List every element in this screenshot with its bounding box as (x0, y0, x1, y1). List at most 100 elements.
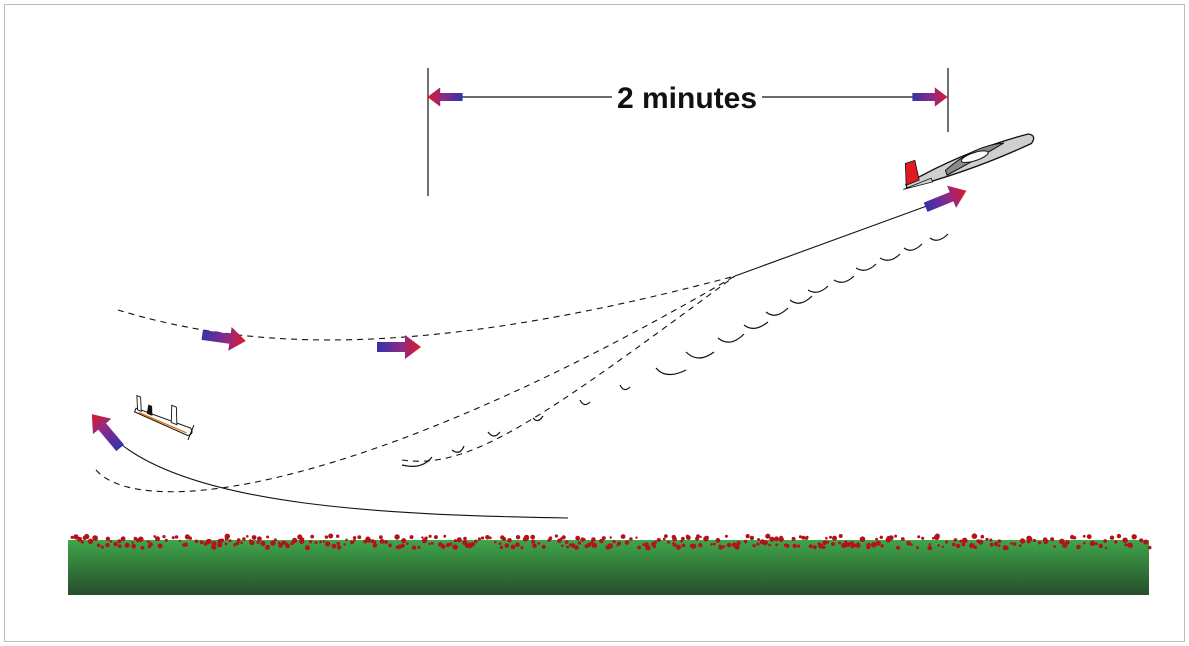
flower-dot (712, 542, 716, 546)
inner-dashed-path (401, 275, 736, 462)
flower-dot (236, 538, 241, 542)
flower-dot (832, 535, 837, 541)
flower-dot (199, 540, 204, 545)
flower-dot (624, 540, 630, 545)
flower-dot (1018, 544, 1022, 548)
flower-dot (350, 540, 354, 545)
flower-dot (785, 544, 790, 548)
flower-dot (80, 540, 84, 544)
flower-dot (504, 543, 510, 548)
flower-dot (194, 539, 199, 544)
flower-dot (989, 542, 994, 547)
flower-dot (726, 542, 732, 548)
flower-dot (959, 539, 963, 543)
flower-dot (609, 536, 612, 539)
flower-dot (308, 540, 313, 544)
flower-dot (212, 545, 217, 550)
flower-dot (291, 537, 298, 544)
flower-dot (488, 536, 492, 540)
flower-dot (310, 534, 315, 539)
flower-dot (235, 541, 240, 545)
flower-dot (685, 534, 690, 538)
launch-solid-path (121, 444, 569, 519)
flower-dot (428, 534, 432, 538)
flower-dot (379, 535, 383, 540)
flower-dot (1147, 545, 1152, 550)
wake-arc (855, 263, 877, 271)
flower-dot (955, 543, 961, 549)
flower-dot (1098, 543, 1104, 549)
flower-dot (411, 545, 417, 550)
flower-dot (93, 536, 98, 541)
flower-dot (856, 542, 860, 546)
flower-dot (798, 535, 803, 539)
flower-dot (921, 536, 925, 540)
flower-dot (297, 534, 303, 540)
flower-dot (324, 535, 329, 539)
flower-dot (566, 545, 570, 549)
flower-dot (870, 542, 877, 548)
wake-arc (833, 275, 855, 283)
flower-dot (117, 544, 122, 548)
flower-dot (575, 535, 581, 541)
flower-dot (105, 542, 110, 548)
flower-dot (440, 544, 446, 549)
flower-dot (910, 543, 913, 546)
flower-dot (343, 543, 346, 546)
flower-dot (743, 539, 748, 544)
flower-dot (1089, 540, 1096, 546)
flower-dot (1083, 541, 1086, 545)
flower-dot (207, 539, 212, 543)
flower-dot (894, 534, 898, 538)
flower-dot (629, 537, 633, 541)
flower-dot (637, 545, 641, 550)
wake-arc (717, 333, 745, 343)
flower-dot (672, 542, 677, 547)
flower-dot (443, 534, 447, 538)
flower-dot (756, 542, 760, 546)
flower-dot (691, 543, 697, 549)
flower-dot (467, 542, 474, 549)
flower-dot (240, 541, 243, 545)
flower-dot (1072, 536, 1077, 540)
flower-dot (357, 535, 362, 540)
flower-dots (70, 533, 1152, 551)
flower-dot (916, 546, 919, 550)
flower-dot (804, 536, 809, 540)
flower-dot (124, 542, 130, 548)
flower-dot (838, 534, 843, 538)
flower-dot (131, 543, 137, 549)
flower-dot (379, 539, 385, 544)
flower-dot (561, 544, 564, 548)
flower-dot (164, 538, 168, 542)
flower-dot (183, 542, 188, 547)
flower-dot (157, 543, 163, 549)
wake-arc (765, 307, 789, 316)
wake-arc (532, 415, 544, 422)
flower-dot (769, 536, 775, 542)
flower-dot (557, 538, 562, 544)
flower-dot (732, 542, 737, 548)
flower-dot (233, 543, 237, 547)
flower-dot (723, 545, 726, 548)
flower-dot (997, 539, 1002, 544)
flower-dot (537, 542, 541, 545)
flower-dot (153, 535, 156, 538)
flower-dot (70, 535, 74, 540)
flower-dot (1139, 538, 1144, 543)
flower-dot (917, 535, 921, 539)
flower-dot (428, 542, 431, 546)
flower-dot (825, 536, 828, 540)
flower-dot (220, 538, 225, 543)
flower-dot (951, 542, 956, 547)
flower-dot (1053, 545, 1056, 548)
launch-arrow-icon (82, 406, 130, 456)
flower-dot (720, 545, 724, 549)
flower-dot (1044, 539, 1049, 544)
flower-dot (808, 544, 813, 549)
flower-dot (1114, 540, 1118, 544)
flower-dot (568, 543, 573, 547)
flower-dot (888, 535, 894, 541)
flower-dot (612, 539, 616, 544)
